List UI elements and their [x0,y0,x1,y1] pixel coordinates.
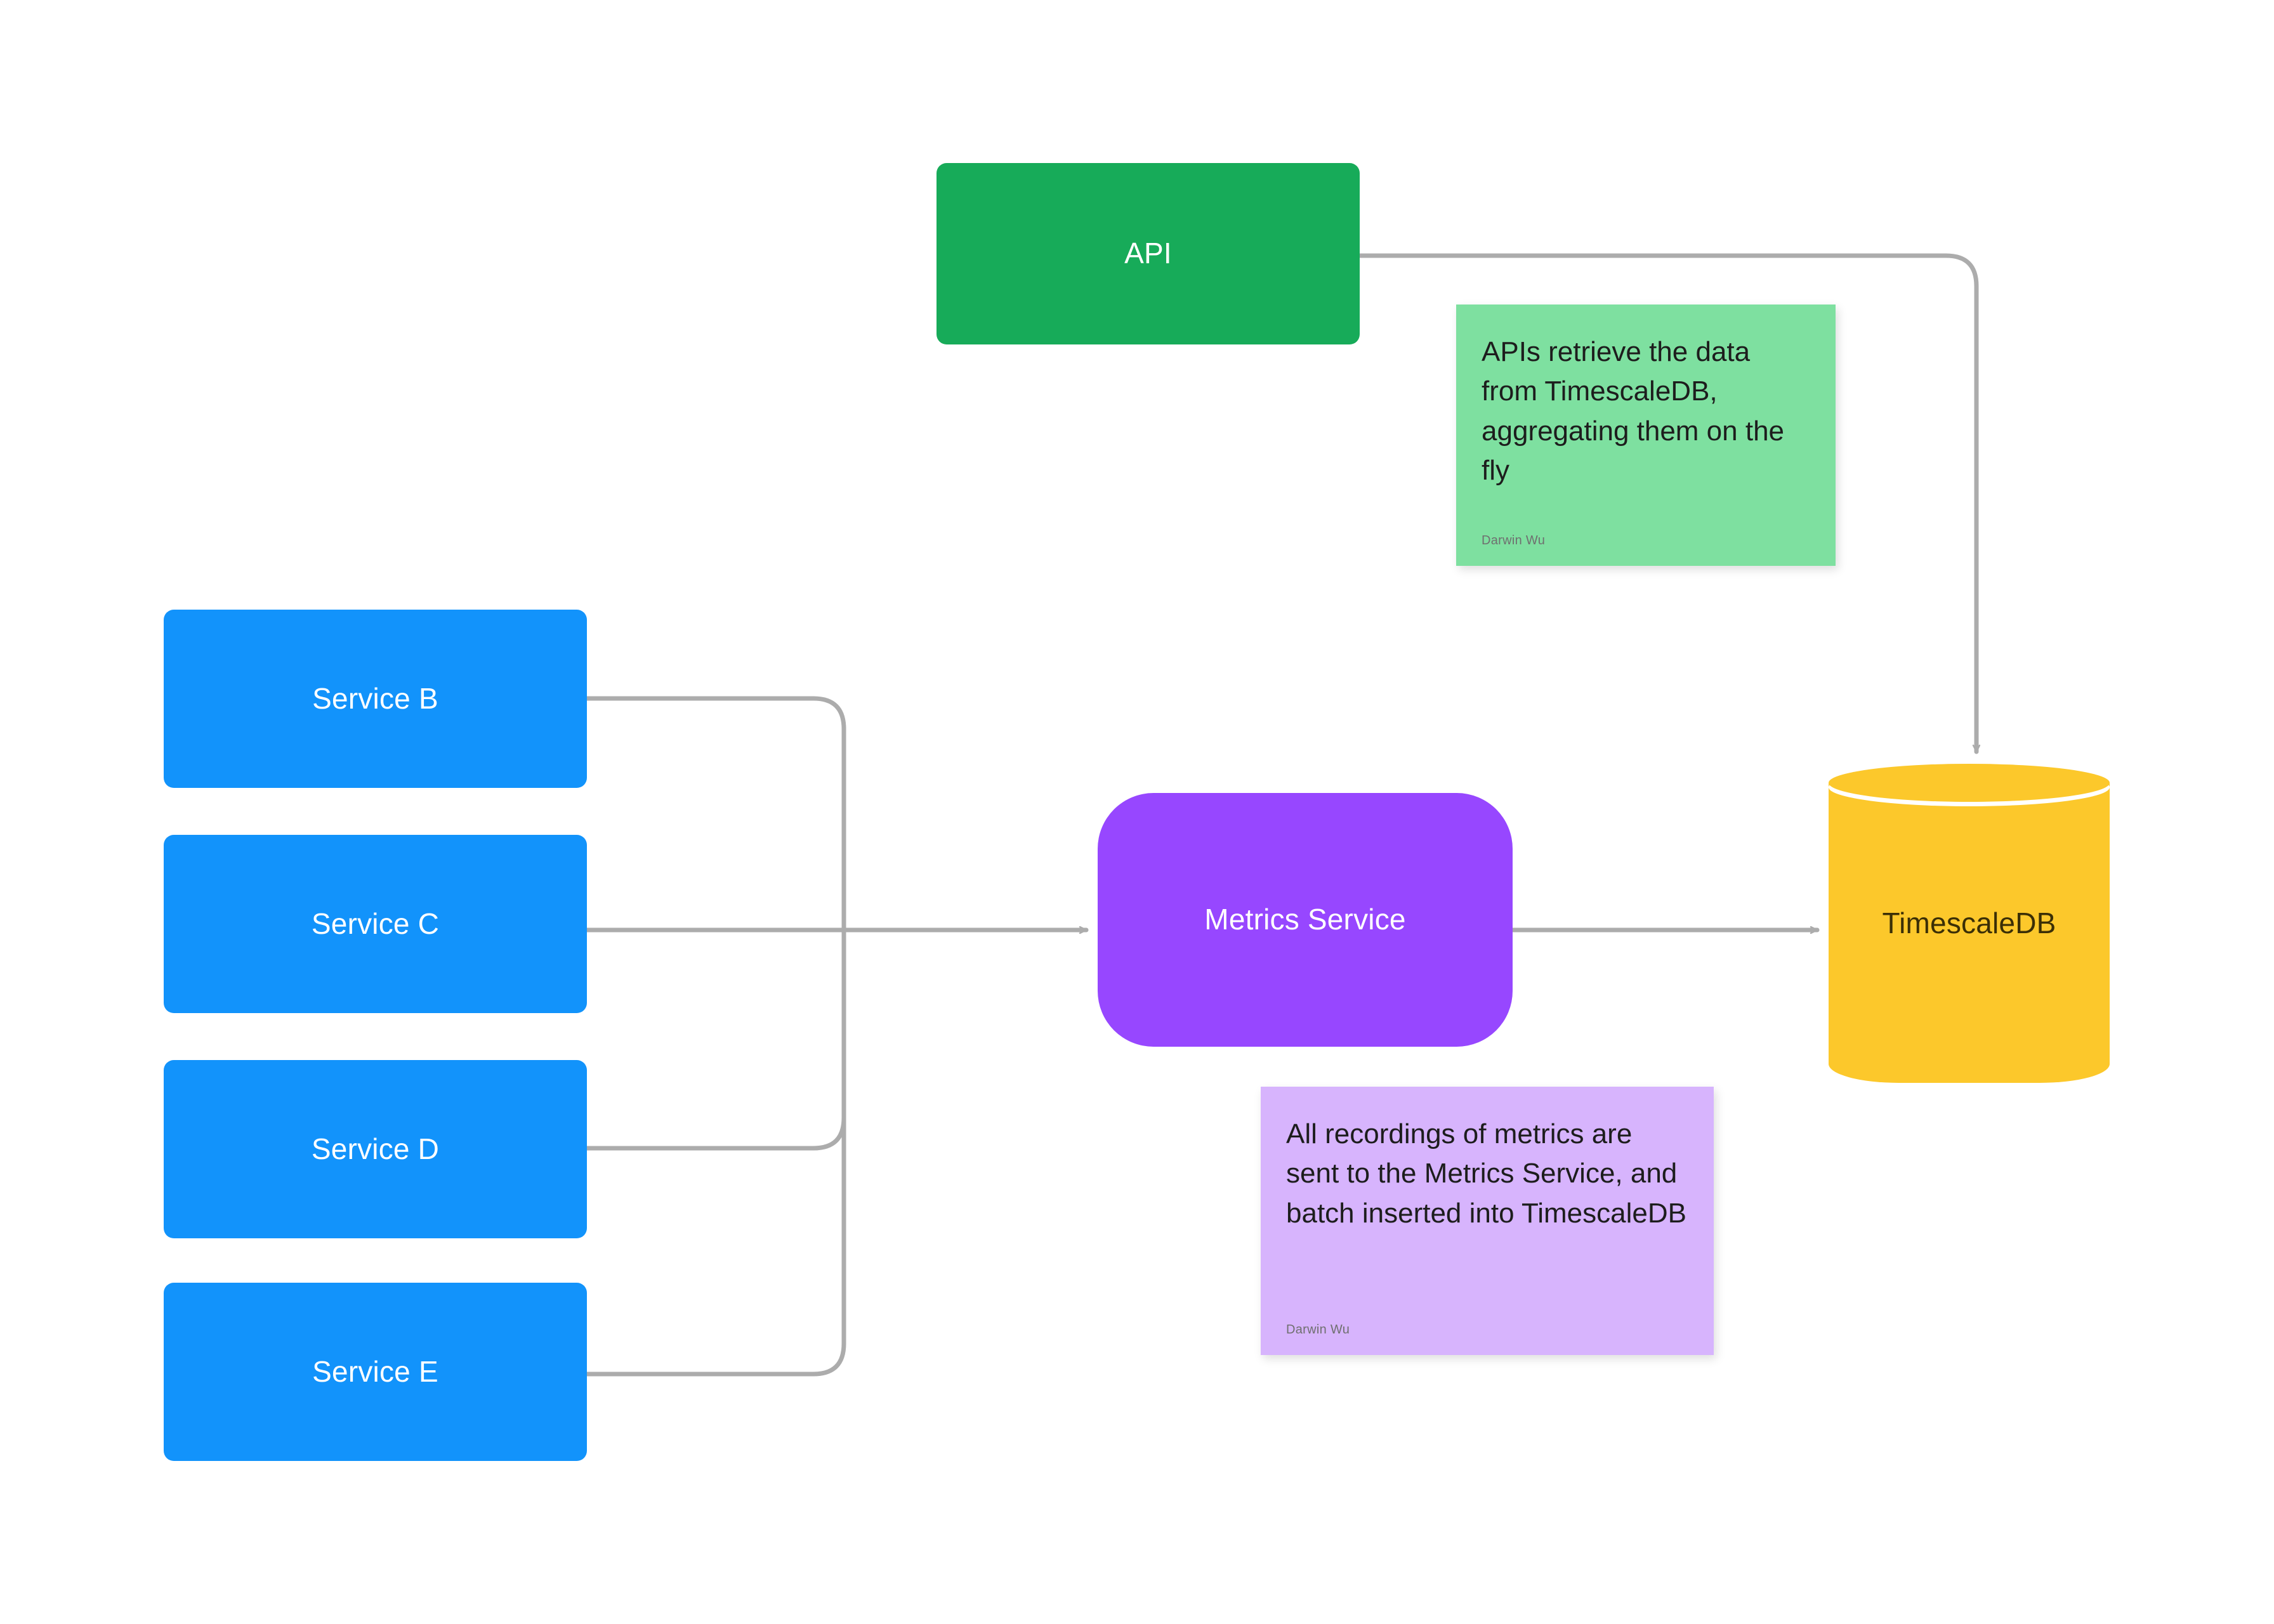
node-service-e-label: Service E [312,1354,438,1388]
sticky-note-api[interactable]: APIs retrieve the data from TimescaleDB,… [1456,304,1836,566]
node-timescaledb[interactable]: TimescaleDB [1829,764,2110,1083]
node-timescaledb-label: TimescaleDB [1882,906,2056,940]
node-service-d-label: Service D [311,1132,440,1165]
node-service-c-label: Service C [311,907,440,940]
connector-service-b [584,696,846,933]
sticky-note-api-author: Darwin Wu [1482,534,1546,547]
node-service-d[interactable]: Service D [164,1060,587,1238]
sticky-note-metrics-author: Darwin Wu [1286,1323,1350,1337]
node-service-c[interactable]: Service C [164,835,587,1013]
node-service-e[interactable]: Service E [164,1283,587,1461]
cylinder-top-ellipse-icon [1829,764,2110,802]
node-api-label: API [1124,237,1172,270]
connector-service-e [584,927,846,1377]
node-service-b[interactable]: Service B [164,610,587,788]
cylinder-body-shape [1829,783,2110,1064]
sticky-note-api-text: APIs retrieve the data from TimescaleDB,… [1482,336,1792,487]
sticky-note-metrics[interactable]: All recordings of metrics are sent to th… [1261,1087,1714,1355]
node-metrics-service-label: Metrics Service [1204,903,1406,936]
sticky-note-metrics-text: All recordings of metrics are sent to th… [1286,1118,1686,1229]
node-service-b-label: Service B [312,681,438,715]
connector-service-d [584,927,846,1151]
node-api[interactable]: API [937,163,1360,344]
node-metrics-service[interactable]: Metrics Service [1098,793,1513,1047]
